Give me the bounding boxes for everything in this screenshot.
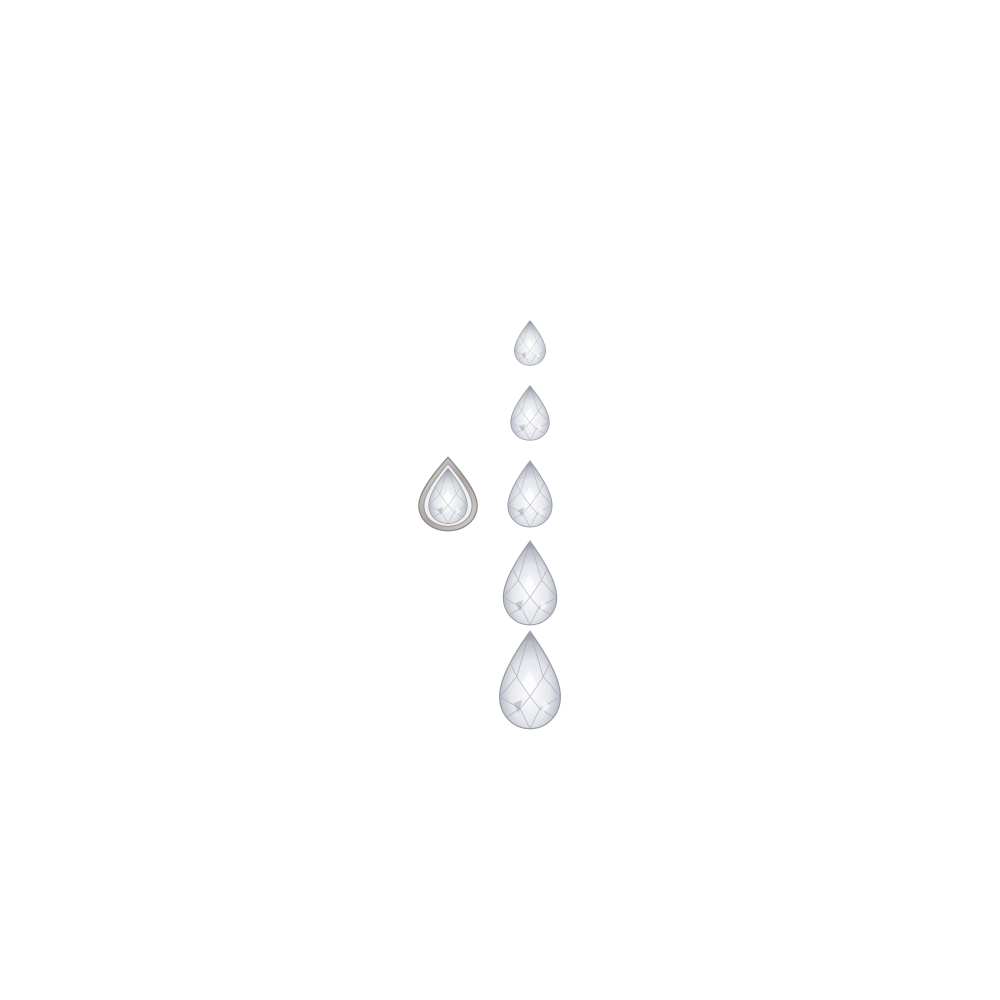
pear-diamond-4 [501, 540, 559, 626]
bezel-set-pear-diamond [416, 456, 480, 532]
pear-diamond-3 [506, 460, 554, 528]
pear-diamond-5 [497, 630, 563, 730]
pear-diamond-2 [509, 385, 551, 441]
pear-diamond-1 [513, 320, 547, 366]
